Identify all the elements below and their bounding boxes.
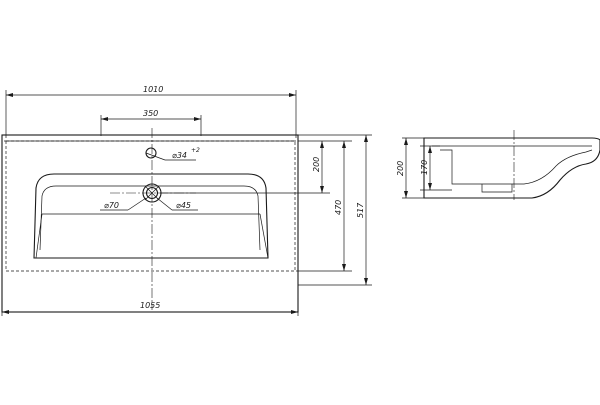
side-dim-170-label: 170 xyxy=(420,160,429,175)
dim-470-arrow-bottom xyxy=(342,264,346,271)
drain-outer-leader xyxy=(127,197,147,211)
bowl-right-slope xyxy=(259,213,269,259)
drain-inner-diameter-label: ⌀45 xyxy=(176,201,191,210)
side-profile-outer xyxy=(423,137,600,199)
dim-200-arrow-top xyxy=(320,141,324,148)
side-dim-200-arrow-bottom xyxy=(404,191,408,198)
tap-hole-leader xyxy=(145,152,166,161)
tap-hole-tolerance-label: +2 xyxy=(191,147,200,154)
dim-350-arrow-left xyxy=(101,117,108,121)
dim-350-arrow-right xyxy=(194,117,201,121)
side-dim-200-arrow-top xyxy=(404,138,408,145)
bowl-outline xyxy=(33,173,269,259)
bowl-left-slope xyxy=(35,213,43,259)
dim-200-arrow-bottom xyxy=(320,186,324,193)
dim-517-arrow-bottom xyxy=(364,278,368,285)
drain-cross-2 xyxy=(144,185,160,201)
drain-inner-leader xyxy=(156,197,173,211)
drain-inner xyxy=(145,186,159,200)
side-dim-170-arrow-bottom xyxy=(428,183,432,190)
dim-470-label: 470 xyxy=(334,200,343,215)
dim-1010-label: 1010 xyxy=(143,85,163,94)
bowl-inner xyxy=(39,185,261,251)
dim-517-label: 517 xyxy=(356,202,365,218)
sink-outline xyxy=(1,134,299,313)
tap-hole-diameter-label: ⌀34 xyxy=(172,151,187,160)
dim-470-arrow-top xyxy=(342,141,346,148)
side-profile-inner xyxy=(440,149,593,185)
dim-517-arrow-top xyxy=(364,135,368,142)
dim-1010-arrow-left xyxy=(6,93,13,97)
side-view: 200 170 xyxy=(396,130,600,200)
dim-350-label: 350 xyxy=(143,109,158,118)
drain-outer-diameter-label: ⌀70 xyxy=(104,201,119,210)
dim-1055-arrow-left xyxy=(2,310,9,314)
side-dim-200-label: 200 xyxy=(396,161,405,176)
dim-200-label: 200 xyxy=(312,157,321,172)
dim-1010-arrow-right xyxy=(289,93,296,97)
dim-1055-arrow-right xyxy=(291,310,298,314)
side-dim-170-arrow-top xyxy=(428,146,432,153)
dim-1055-label: 1055 xyxy=(140,301,160,310)
hidden-rim xyxy=(5,140,296,272)
side-drain xyxy=(481,184,513,193)
top-view: ⌀34 +2 ⌀70 ⌀45 1010 350 1055 xyxy=(1,85,372,316)
